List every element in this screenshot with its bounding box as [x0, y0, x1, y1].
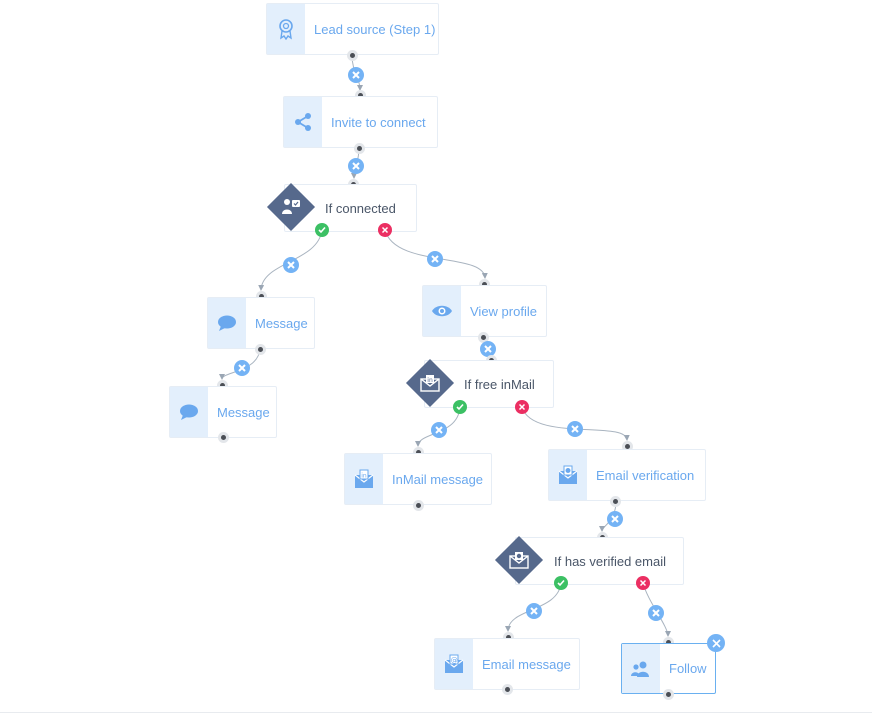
invite-to-connect-node[interactable]: Invite to connect: [283, 96, 438, 148]
email-message-node[interactable]: @ Email message: [434, 638, 580, 690]
no-branch-button[interactable]: [515, 400, 529, 414]
follow-node[interactable]: Follow: [621, 643, 716, 694]
chat-bubble-icon: [208, 298, 246, 348]
inmail-message-input-port[interactable]: [413, 447, 424, 458]
view-profile-node[interactable]: View profile: [422, 285, 547, 337]
delete-connection-button[interactable]: [567, 421, 583, 437]
no-branch-button[interactable]: [378, 223, 392, 237]
canvas-bottom-divider: [0, 712, 872, 713]
follow-label: Follow: [669, 661, 707, 676]
svg-text:in: in: [427, 377, 433, 384]
lead-source-label: Lead source (Step 1): [314, 21, 436, 37]
if-verified-email-diamond: [494, 535, 544, 585]
lead-source-output-port[interactable]: [347, 50, 358, 61]
remove-node-button[interactable]: [707, 634, 725, 652]
view-profile-label: View profile: [470, 303, 537, 319]
message-2-input-port[interactable]: [217, 380, 228, 391]
if-verified-email-condition[interactable]: If has verified email: [515, 537, 684, 585]
delete-connection-button[interactable]: [480, 341, 496, 357]
yes-branch-button[interactable]: [554, 576, 568, 590]
delete-connection-button[interactable]: [348, 158, 364, 174]
message-2-output-port[interactable]: [218, 432, 229, 443]
person-check-icon: [281, 198, 301, 216]
email-verification-node[interactable]: Email verification: [548, 449, 706, 501]
svg-text:in: in: [361, 473, 367, 480]
no-branch-button[interactable]: [636, 576, 650, 590]
inmail-message-node[interactable]: in InMail message: [344, 453, 492, 505]
email-message-output-port[interactable]: [502, 684, 513, 695]
if-connected-diamond: [266, 182, 316, 232]
delete-connection-button[interactable]: [283, 257, 299, 273]
eye-icon: [423, 286, 461, 336]
if-verified-email-label: If has verified email: [554, 553, 666, 569]
email-verification-output-port[interactable]: [610, 496, 621, 507]
lead-source-node[interactable]: Lead source (Step 1): [266, 3, 439, 55]
message-1-input-port[interactable]: [256, 291, 267, 302]
delete-connection-button[interactable]: [234, 360, 250, 376]
message-2-node[interactable]: Message: [169, 386, 277, 438]
inmail-message-label: InMail message: [392, 471, 484, 487]
follow-input-port[interactable]: [663, 637, 674, 648]
delete-connection-button[interactable]: [526, 603, 542, 619]
message-1-node[interactable]: Message: [207, 297, 315, 349]
inmail-envelope-icon: in: [420, 374, 440, 392]
invite-to-connect-label: Invite to connect: [331, 114, 426, 130]
inmail-message-output-port[interactable]: [413, 500, 424, 511]
email-verification-label: Email verification: [596, 467, 695, 483]
at-envelope-icon: @: [435, 639, 473, 689]
delete-connection-button[interactable]: [427, 251, 443, 267]
view-profile-input-port[interactable]: [479, 279, 490, 290]
message-1-label: Message: [255, 315, 308, 331]
chat-bubble-icon: [170, 387, 208, 437]
delete-connection-button[interactable]: [348, 67, 364, 83]
view-profile-output-port[interactable]: [478, 332, 489, 343]
message-1-output-port[interactable]: [255, 344, 266, 355]
if-free-inmail-label: If free inMail: [464, 376, 535, 392]
delete-connection-button[interactable]: [607, 511, 623, 527]
message-2-label: Message: [217, 404, 270, 420]
email-message-input-port[interactable]: [503, 632, 514, 643]
award-badge-icon: [267, 4, 305, 54]
verified-envelope-icon: [509, 551, 529, 569]
yes-branch-button[interactable]: [453, 400, 467, 414]
share-icon: [284, 97, 322, 147]
svg-text:@: @: [451, 656, 458, 664]
email-verification-input-port[interactable]: [622, 441, 633, 452]
if-connected-label: If connected: [325, 200, 396, 216]
invite-output-port[interactable]: [354, 143, 365, 154]
invite-input-port[interactable]: [355, 90, 366, 101]
yes-branch-button[interactable]: [315, 223, 329, 237]
follow-users-icon: [622, 644, 660, 693]
delete-connection-button[interactable]: [431, 422, 447, 438]
if-free-inmail-diamond: in: [405, 358, 455, 408]
verified-envelope-icon: [549, 450, 587, 500]
follow-output-port[interactable]: [663, 689, 674, 700]
email-message-label: Email message: [482, 656, 571, 672]
delete-connection-button[interactable]: [648, 605, 664, 621]
inmail-envelope-icon: in: [345, 454, 383, 504]
